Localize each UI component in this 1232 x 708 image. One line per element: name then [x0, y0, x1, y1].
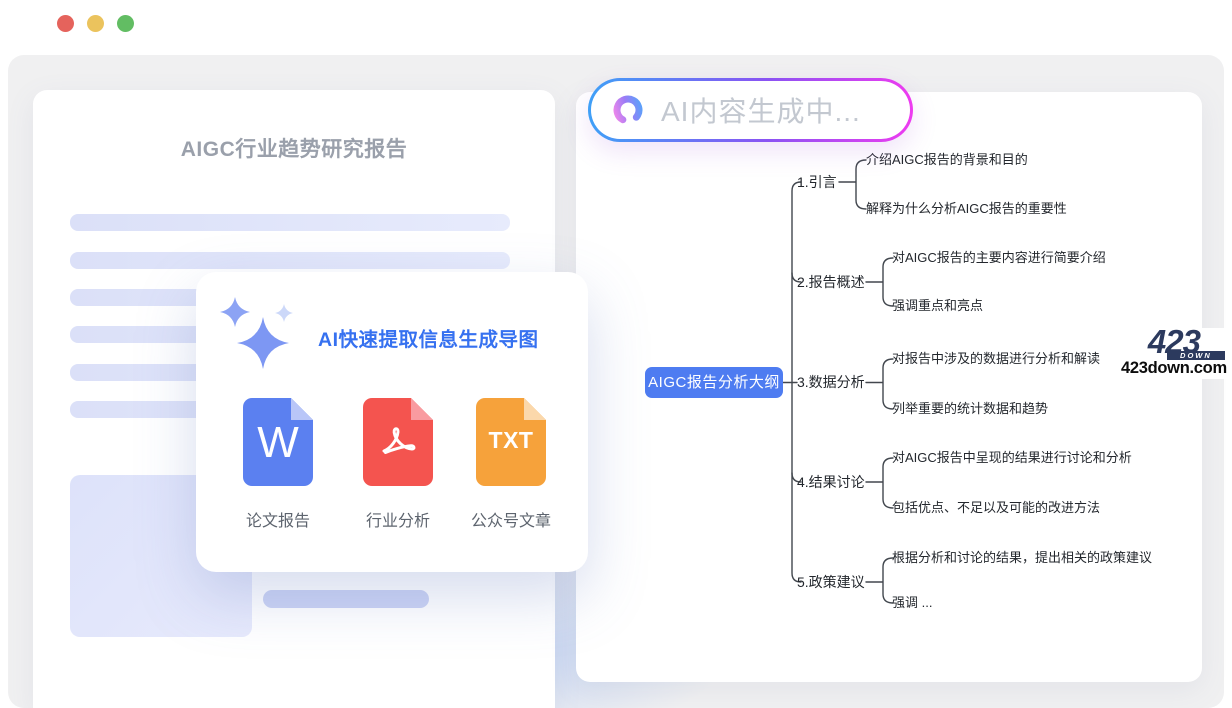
file-type-label: 论文报告 [245, 513, 311, 530]
mindmap-panel: AIGC报告分析大纲 1.引言 2.报告概述 3.数据分析 4.结果讨论 5.政… [576, 92, 1202, 682]
ai-generating-text: AI内容生成中... [661, 96, 861, 127]
txt-file-icon[interactable]: TXT [476, 398, 546, 486]
mindmap-leaf-label[interactable]: 解释为什么分析AIGC报告的重要性 [866, 201, 1067, 216]
loading-spinner-icon [613, 95, 643, 125]
mindmap-branch-label[interactable]: 3.数据分析 [797, 374, 865, 390]
ai-generating-pill: AI内容生成中... [588, 78, 913, 142]
folded-corner [291, 398, 313, 420]
watermark-423down: 423 DOWN 423down.com [1118, 325, 1230, 379]
mindmap-leaf-label[interactable]: 对AIGC报告的主要内容进行简要介绍 [892, 250, 1106, 265]
pdf-file-icon[interactable] [363, 398, 433, 486]
mindmap-leaf-label[interactable]: 列举重要的统计数据和趋势 [892, 401, 1049, 416]
ai-generating-pill-inner: AI内容生成中... [591, 81, 910, 139]
mindmap-branch-label[interactable]: 2.报告概述 [797, 274, 865, 290]
mindmap-leaf-label[interactable]: 包括优点、不足以及可能的改进方法 [892, 500, 1101, 515]
mindmap-branch-label[interactable]: 1.引言 [797, 174, 837, 190]
text-placeholder-line [70, 214, 510, 231]
titlebar [0, 0, 1232, 55]
watermark-site-text: 423down.com [1121, 359, 1227, 377]
document-title: AIGC行业趋势研究报告 [180, 138, 408, 161]
mindmap-leaf-label[interactable]: 对报告中涉及的数据进行分析和解读 [892, 351, 1101, 366]
file-type-word[interactable]: W 论文报告 [243, 398, 313, 530]
sparkles-icon [220, 297, 293, 369]
mindmap-leaf-label[interactable]: 对AIGC报告中呈现的结果进行讨论和分析 [892, 450, 1132, 465]
mindmap-connector-lines [782, 159, 894, 604]
folded-corner [411, 398, 433, 420]
window-content: AIGC行业趋势研究报告 AIGC报告分析大纲 1.引言 2.报告概述 3.数据… [8, 55, 1230, 708]
file-type-pdf[interactable]: 行业分析 [363, 398, 433, 530]
zoom-button[interactable] [117, 15, 134, 32]
file-type-label: 行业分析 [365, 513, 431, 530]
text-placeholder-line [263, 590, 429, 608]
mindmap-leaf-label[interactable]: 根据分析和讨论的结果，提出相关的政策建议 [892, 550, 1153, 565]
text-placeholder-line [70, 252, 510, 269]
folded-corner [524, 398, 546, 420]
word-file-icon[interactable]: W [243, 398, 313, 486]
mindmap-branch-label[interactable]: 5.政策建议 [797, 574, 865, 590]
mindmap-leaf-label[interactable]: 强调 ... [892, 595, 933, 610]
mindmap-leaf-label[interactable]: 介绍AIGC报告的背景和目的 [866, 152, 1028, 167]
mindmap-root-node[interactable]: AIGC报告分析大纲 [645, 367, 783, 398]
close-button[interactable] [57, 15, 74, 32]
minimize-button[interactable] [87, 15, 104, 32]
watermark-logo-sub: DOWN [1167, 351, 1225, 360]
acrobat-glyph-icon [382, 427, 416, 454]
word-badge: W [257, 418, 299, 467]
popup-title: AI快速提取信息生成导图 [318, 329, 539, 351]
ai-extract-popup: AI快速提取信息生成导图 W 论文报告 行业分析 TXT 公众号文章 [196, 272, 588, 572]
file-type-txt[interactable]: TXT 公众号文章 [471, 398, 551, 530]
mindmap-leaf-label[interactable]: 强调重点和亮点 [892, 298, 984, 313]
mindmap-branch-label[interactable]: 4.结果讨论 [797, 474, 865, 490]
txt-badge: TXT [488, 427, 534, 453]
file-type-label: 公众号文章 [470, 513, 552, 530]
